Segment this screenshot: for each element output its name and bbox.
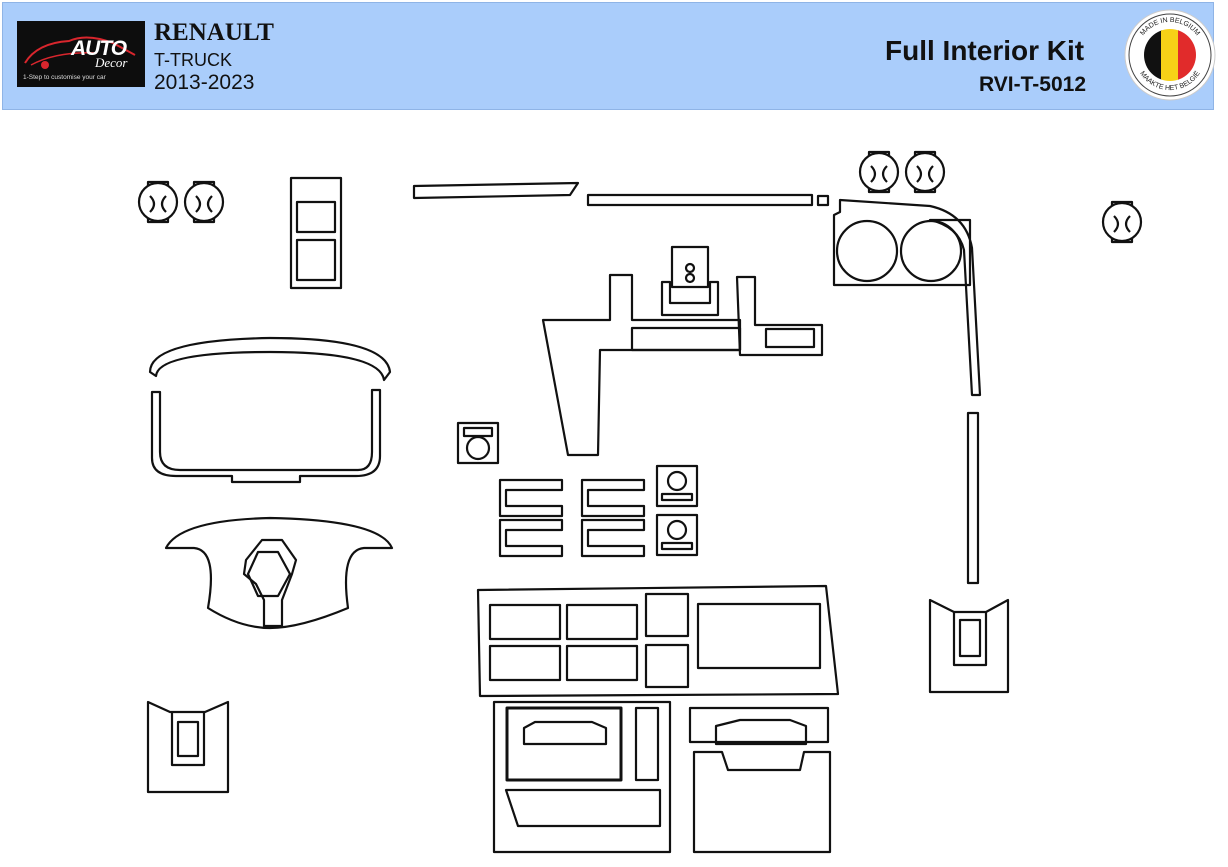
- console-right-bracket: [735, 275, 824, 357]
- center-stack-top-bracket: [660, 245, 720, 317]
- lower-console-right: [688, 706, 832, 854]
- vent-ring-far-right: [1101, 200, 1143, 244]
- car-silhouette-icon: [24, 36, 136, 69]
- vent-ring-left-2: [183, 180, 225, 224]
- small-switch-bezel: [456, 421, 500, 465]
- interior-kit-diagram: [137, 150, 1143, 854]
- dash-strip-small: [816, 194, 830, 207]
- logo-brand: AUTO: [71, 37, 127, 60]
- dashboard-arch-trim: [148, 336, 392, 382]
- product-title: Full Interior Kit: [885, 35, 1085, 66]
- gear-shift-trim-left: [146, 700, 230, 794]
- trim-strip-vertical: [966, 411, 980, 585]
- vent-ring-right-2: [904, 150, 946, 194]
- dash-strip-left: [412, 181, 580, 200]
- lower-console-left: [492, 700, 672, 854]
- instrument-bezel-frame: [150, 388, 382, 484]
- vent-ring-left-1: [137, 180, 179, 224]
- logo-brand-secondary: Decor: [95, 55, 128, 70]
- vent-ring-right-1: [858, 150, 900, 194]
- header-banner: AUTO Decor 1-Step to customise your car …: [2, 2, 1214, 110]
- center-console-large-panel: [541, 273, 742, 457]
- belgian-flag-icon: [1144, 29, 1196, 81]
- gauge-cluster-surround: [832, 198, 982, 397]
- vent-slats-grid: [498, 478, 646, 558]
- gear-shift-trim-right: [928, 598, 1010, 694]
- vehicle-years: 2013-2023: [154, 71, 255, 94]
- product-sku: RVI-T-5012: [979, 73, 1086, 96]
- vehicle-make: RENAULT: [154, 19, 274, 46]
- console-right-slot: [764, 327, 816, 349]
- auto-decor-logo: AUTO Decor 1-Step to customise your car: [17, 21, 145, 87]
- dash-strip-center: [586, 193, 814, 207]
- logo-tagline: 1-Step to customise your car: [23, 74, 106, 81]
- window-switch-panel: [289, 176, 343, 290]
- vehicle-model: T-TRUCK: [154, 50, 232, 70]
- console-strip-center: [630, 326, 742, 352]
- made-in-belgium-badge: MADE IN BELGIUM MAAKTE HET BELGIË: [1124, 9, 1216, 101]
- center-control-panel: [476, 584, 840, 698]
- steering-wheel-trim: [164, 516, 394, 630]
- knob-bezels: [655, 464, 699, 557]
